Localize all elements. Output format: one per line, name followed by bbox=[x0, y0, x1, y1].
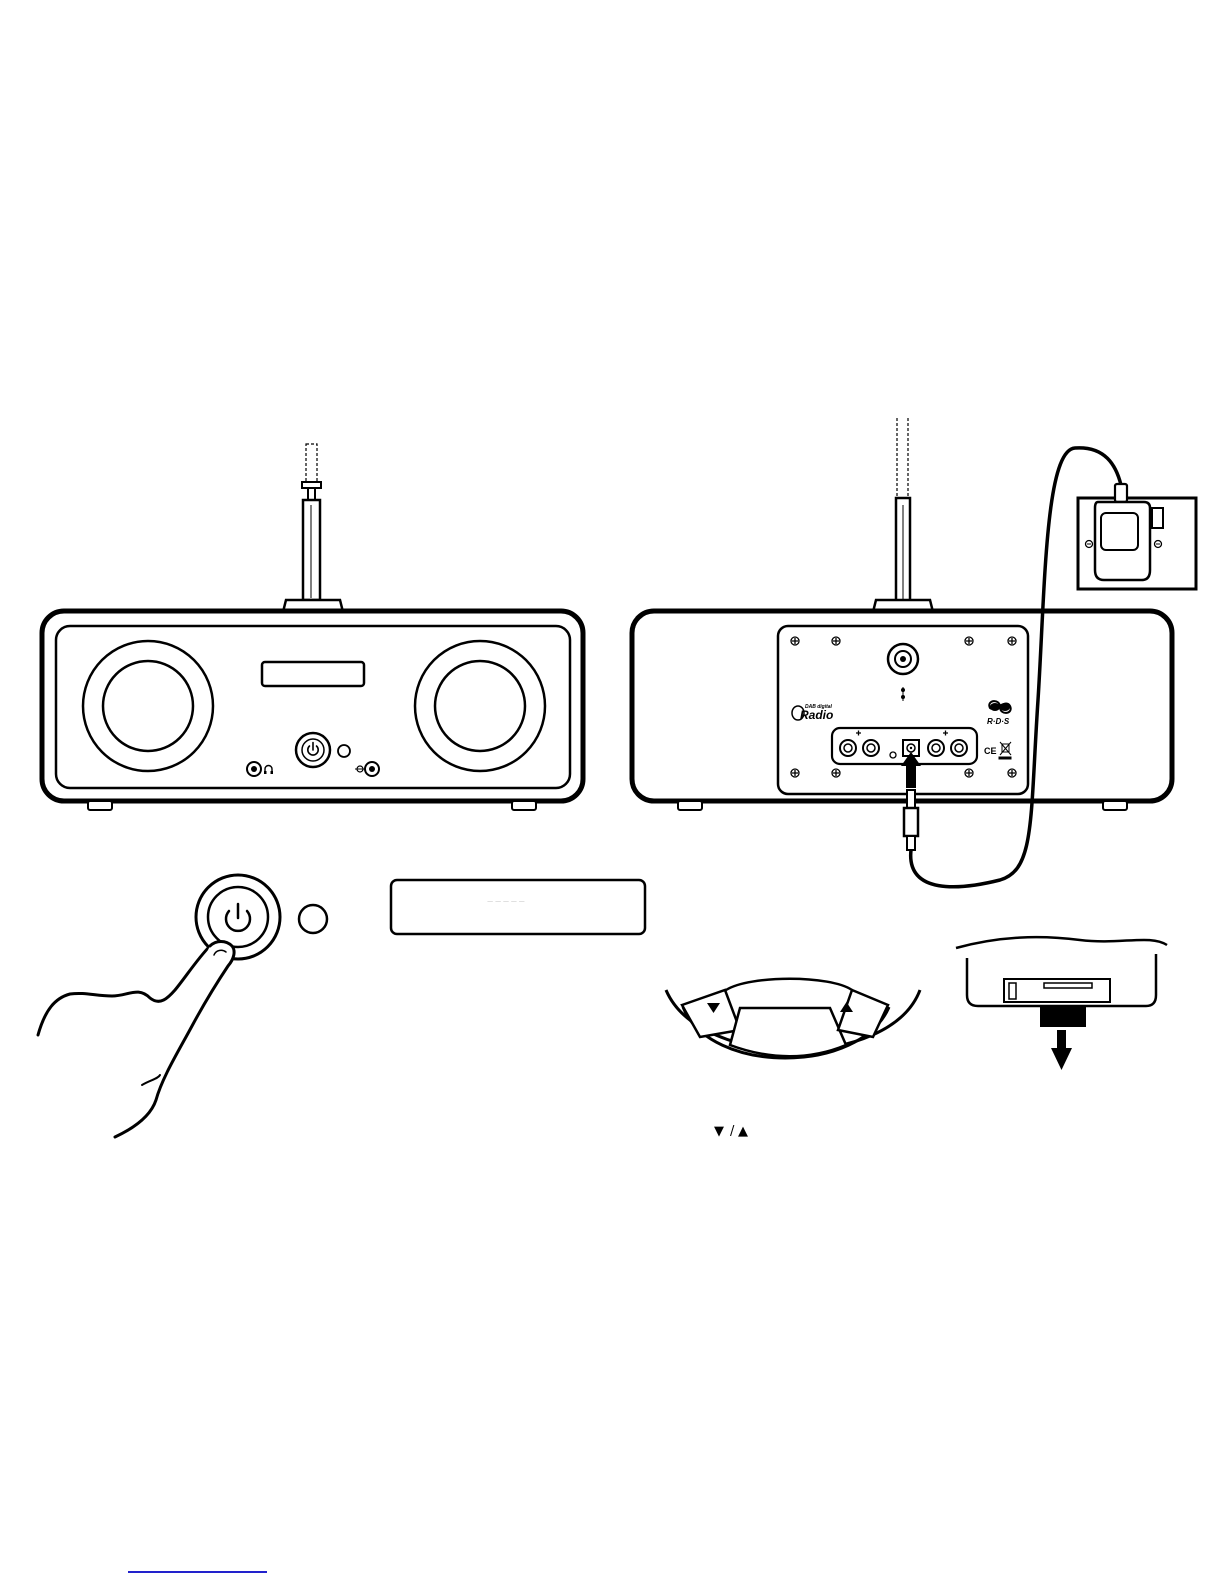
front-cabinet bbox=[42, 611, 583, 801]
nav-buttons-legend: ▼ / ▲ bbox=[714, 1124, 748, 1139]
power-closeup: — — — — — bbox=[38, 875, 645, 1137]
front-antenna bbox=[283, 444, 343, 612]
svg-text:— — — — —: — — — — — bbox=[487, 898, 525, 905]
footer-link-underline[interactable] bbox=[128, 1571, 267, 1573]
down-button[interactable] bbox=[682, 990, 740, 1037]
front-foot-left bbox=[88, 801, 112, 810]
bottom-compartment-closeup bbox=[956, 937, 1167, 1070]
dc-plug bbox=[904, 790, 918, 850]
front-foot-right bbox=[512, 801, 536, 810]
legend-up-icon: ▲ bbox=[738, 1124, 748, 1139]
radio-front-view bbox=[42, 444, 583, 810]
legend-down-icon: ▼ bbox=[714, 1124, 724, 1139]
pull-down-arrow-icon bbox=[1051, 1030, 1072, 1070]
legend-separator: / bbox=[730, 1124, 735, 1139]
closeup-indicator-light bbox=[299, 905, 327, 933]
ce-mark: CE bbox=[984, 746, 997, 756]
select-button[interactable] bbox=[730, 1008, 846, 1056]
svg-text:Radio: Radio bbox=[800, 708, 833, 722]
closeup-display: — — — — — bbox=[391, 880, 645, 934]
navigation-dial-segment bbox=[666, 979, 920, 1058]
rear-foot-right bbox=[1103, 801, 1127, 810]
antenna-socket bbox=[888, 644, 918, 674]
rear-foot-left bbox=[678, 801, 702, 810]
radio-rear-view: DAB digital Radio R·D·S bbox=[632, 418, 1196, 887]
hand-pressing-icon bbox=[38, 942, 234, 1138]
pull-tab[interactable] bbox=[1040, 1006, 1086, 1027]
svg-text:R·D·S: R·D·S bbox=[987, 717, 1010, 726]
front-power-button[interactable] bbox=[296, 733, 330, 767]
